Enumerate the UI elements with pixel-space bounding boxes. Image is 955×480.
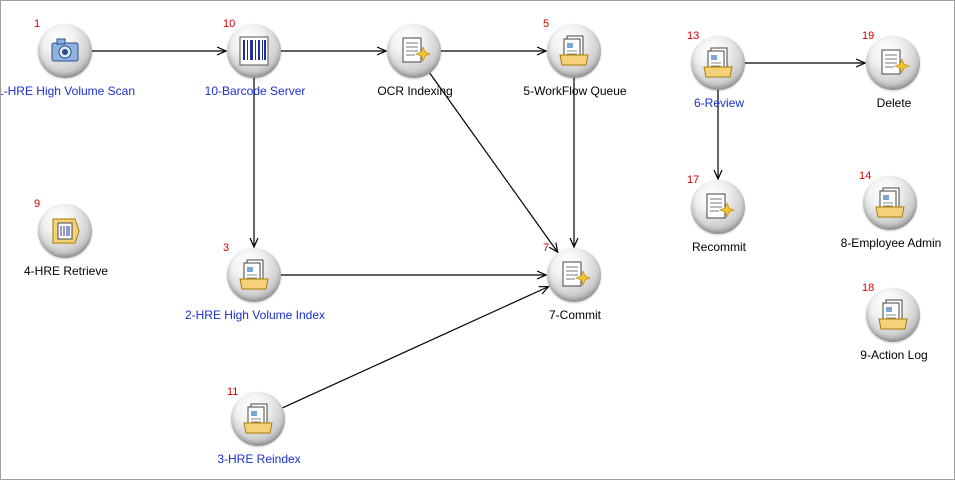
- node-number: 10: [223, 18, 236, 30]
- workflow-node-n13[interactable]: 13 6-Review: [639, 30, 799, 132]
- camera-icon: [51, 38, 79, 62]
- node-label: 4-HRE Retrieve: [23, 264, 109, 278]
- node-sphere[interactable]: [227, 24, 281, 78]
- node-number: 17: [687, 174, 700, 186]
- workflow-node-n14[interactable]: 14 8-Employee Admin: [811, 170, 954, 272]
- node-sphere[interactable]: [227, 248, 281, 302]
- node-label: OCR Indexing: [377, 84, 453, 98]
- document-tray-icon: [243, 403, 273, 434]
- node-number: 13: [687, 30, 700, 42]
- node-label[interactable]: 3-HRE Reindex: [217, 452, 301, 466]
- node-number: 18: [862, 282, 875, 294]
- workflow-node-n18[interactable]: 18 9-Action Log: [814, 282, 954, 384]
- node-number: 3: [223, 242, 230, 254]
- node-number: 19: [862, 30, 875, 42]
- workflow-node-n1[interactable]: 1 1-HRE High Volume Scan: [0, 18, 146, 120]
- node-sphere[interactable]: [866, 36, 920, 90]
- node-number: 1: [34, 18, 41, 30]
- workflow-node-n11[interactable]: 11 3-HRE Reindex: [179, 386, 339, 479]
- document-tray-icon: [559, 35, 589, 66]
- document-sparkle-icon: [402, 37, 431, 63]
- document-sparkle-icon: [562, 261, 591, 287]
- edge-nocr-to-n7: [429, 72, 558, 252]
- node-label: 7-Commit: [548, 308, 601, 322]
- document-tray-icon: [875, 187, 905, 218]
- workflow-node-nocr[interactable]: OCR Indexing: [335, 20, 495, 120]
- node-number: 7: [543, 242, 550, 254]
- node-label[interactable]: 10-Barcode Server: [204, 84, 306, 98]
- document-tray-icon: [878, 299, 908, 330]
- document-tray-icon: [703, 47, 733, 78]
- node-label: 9-Action Log: [860, 348, 928, 362]
- node-sphere[interactable]: [547, 248, 601, 302]
- node-label: 5-WorkFlow Queue: [523, 84, 627, 98]
- node-label[interactable]: 6-Review: [693, 96, 744, 110]
- barcode-icon: [239, 36, 269, 66]
- workflow-node-n7[interactable]: 7 7-Commit: [495, 242, 655, 344]
- workflow-node-n5[interactable]: 5 5-WorkFlow Queue: [495, 18, 655, 120]
- node-sphere[interactable]: [866, 288, 920, 342]
- node-sphere[interactable]: [691, 36, 745, 90]
- node-number: 14: [859, 170, 872, 182]
- document-tray-icon: [239, 259, 269, 290]
- node-sphere[interactable]: [547, 24, 601, 78]
- node-label: 8-Employee Admin: [840, 236, 942, 250]
- workflow-node-n3[interactable]: 3 2-HRE High Volume Index: [175, 242, 335, 344]
- node-label: Recommit: [691, 240, 746, 254]
- node-sphere[interactable]: [691, 180, 745, 234]
- node-sphere[interactable]: [387, 24, 441, 78]
- edge-n11-to-n7: [282, 287, 549, 409]
- workflow-node-n10[interactable]: 10 10-Barcode Server: [175, 18, 335, 120]
- node-label[interactable]: 2-HRE High Volume Index: [184, 308, 326, 322]
- node-number: 11: [227, 386, 239, 398]
- document-sparkle-icon: [881, 49, 910, 75]
- node-sphere[interactable]: [38, 24, 92, 78]
- node-sphere[interactable]: [38, 204, 92, 258]
- node-number: 9: [34, 198, 41, 210]
- retrieve-icon: [52, 218, 80, 244]
- node-sphere[interactable]: [863, 176, 917, 230]
- document-sparkle-icon: [706, 193, 735, 219]
- node-label: Delete: [876, 96, 912, 110]
- node-label[interactable]: 1-HRE High Volume Scan: [0, 84, 136, 98]
- node-number: 5: [543, 18, 550, 30]
- workflow-node-n9[interactable]: 9 4-HRE Retrieve: [1, 198, 146, 300]
- node-sphere[interactable]: [231, 392, 285, 446]
